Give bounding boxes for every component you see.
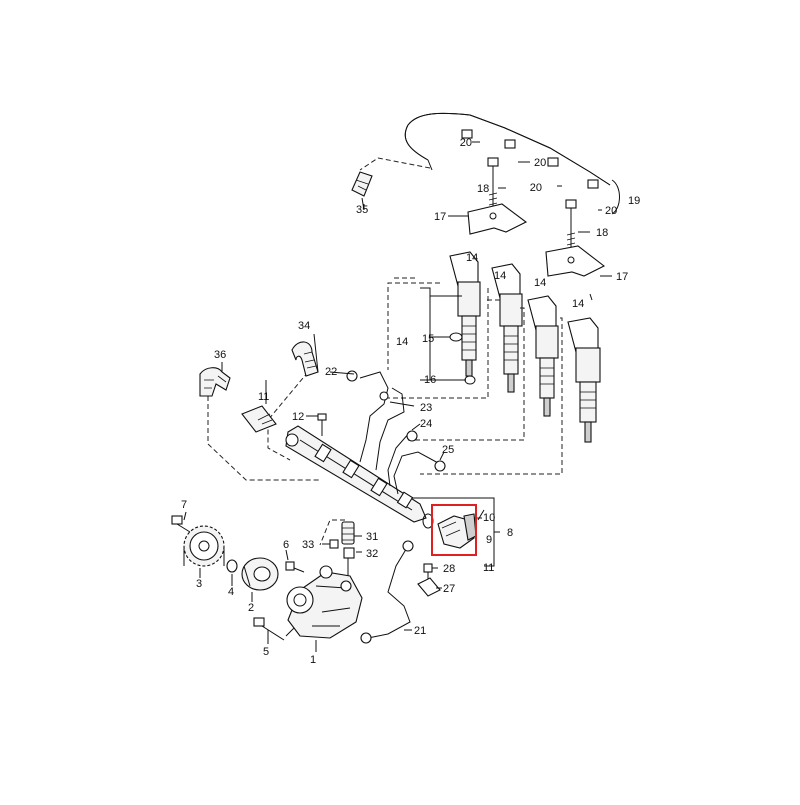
hose-35 — [351, 157, 431, 211]
callout-10: 10 — [483, 512, 495, 524]
injector-2 — [491, 263, 523, 393]
highlight-box — [431, 504, 477, 556]
callout-31: 31 — [366, 531, 378, 543]
callout-32: 32 — [366, 548, 378, 560]
callout-14: 14 — [396, 336, 408, 348]
callout-14: 14 — [572, 298, 584, 310]
callout-7: 7 — [181, 499, 187, 511]
callout-20: 20 — [460, 137, 472, 149]
callout-17: 17 — [434, 211, 446, 223]
bolt-28 — [423, 563, 433, 580]
fuel-pipe-21 — [360, 540, 414, 644]
bolt-6 — [285, 561, 305, 573]
callout-23: 23 — [420, 402, 432, 414]
bracket-8 — [412, 497, 500, 567]
callout-3: 3 — [196, 578, 202, 590]
clamp-17 — [467, 203, 606, 277]
callout-4: 4 — [228, 586, 234, 598]
pressure-regulator-valve-9 — [422, 513, 482, 549]
callout-9: 9 — [486, 534, 492, 546]
washer-4 — [226, 559, 238, 573]
bracket-27 — [417, 577, 441, 597]
leak-off-line — [404, 112, 611, 189]
callout-18: 18 — [596, 227, 608, 239]
callout-labels: 20 20 20 20 18 18 19 17 17 14 14 14 14 1… — [181, 137, 640, 666]
callout-14: 14 — [534, 277, 546, 289]
callout-11: 11 — [258, 391, 269, 403]
callout-11: 11 — [483, 562, 494, 574]
hose-34 — [291, 341, 319, 377]
callout-21: 21 — [414, 625, 426, 637]
callout-24: 24 — [420, 418, 432, 430]
callout-2: 2 — [248, 602, 254, 614]
bolt-12 — [306, 413, 327, 436]
callout-19: 19 — [628, 195, 640, 207]
callout-6: 6 — [283, 539, 289, 551]
high-pressure-pump-1 — [285, 565, 363, 639]
callout-1: 1 — [310, 654, 316, 666]
callout-17: 17 — [616, 271, 628, 283]
callout-18: 18 — [477, 183, 489, 195]
callout-16: 16 — [424, 374, 436, 386]
bolt-7 — [171, 515, 191, 533]
callout-14: 14 — [494, 270, 506, 282]
callout-20: 20 — [534, 157, 546, 169]
callout-15: 15 — [422, 333, 434, 345]
fittings-31-33 — [329, 521, 355, 576]
callout-5: 5 — [263, 646, 269, 658]
leader-lines — [183, 141, 620, 652]
injector-1 — [449, 251, 481, 377]
callout-34: 34 — [298, 320, 310, 332]
callout-27: 27 — [443, 583, 455, 595]
pressure-sensor-11 — [241, 380, 277, 433]
callout-28: 28 — [443, 563, 455, 575]
callout-22: 22 — [325, 366, 337, 378]
callout-36: 36 — [214, 349, 226, 361]
fuel-rail — [285, 425, 427, 523]
injector-pipes — [346, 370, 446, 495]
gear-3 — [183, 525, 225, 567]
bolt-5 — [253, 617, 285, 641]
injector-3 — [527, 295, 559, 417]
callout-35: 35 — [356, 204, 368, 216]
callout-8: 8 — [507, 527, 513, 539]
hub-2 — [241, 557, 279, 591]
reference-lines — [207, 277, 563, 546]
hose-36 — [199, 367, 231, 397]
callout-20: 20 — [605, 205, 617, 217]
callout-33: 33 — [302, 539, 314, 551]
callout-25: 25 — [442, 444, 454, 456]
callout-20: 20 — [530, 182, 542, 194]
callout-14: 14 — [466, 252, 478, 264]
injector-4 — [567, 317, 601, 443]
callout-12: 12 — [292, 411, 304, 423]
